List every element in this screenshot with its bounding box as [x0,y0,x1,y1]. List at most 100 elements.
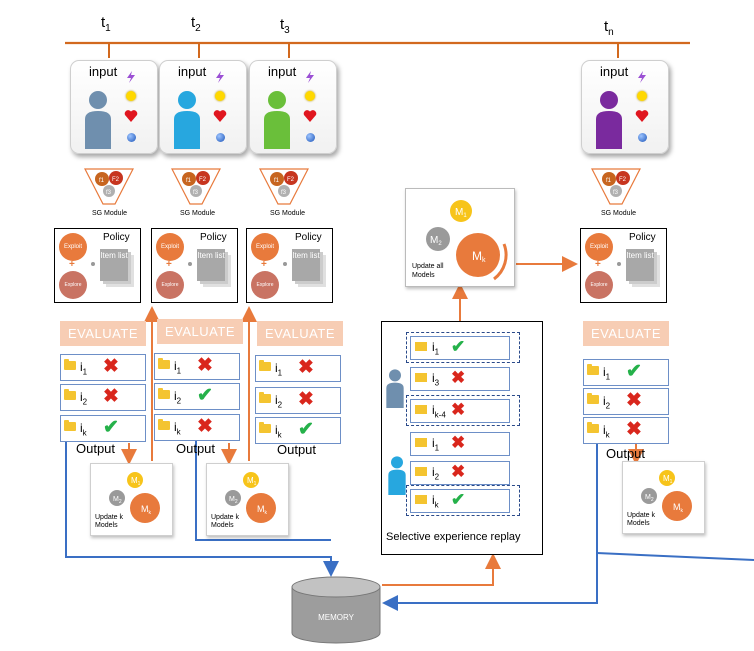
svg-text:Mk: Mk [257,504,268,516]
person-icon [174,91,200,149]
svg-text:M2: M2 [229,496,238,505]
connector-dot-icon [188,262,192,266]
check-icon: ✔ [626,361,642,382]
connector-dot-icon [91,262,95,266]
folder-icon [158,358,170,369]
sg-module-funnel-1: f1 F2 f3 [84,168,134,205]
person-icon [85,91,111,149]
explore-circle: Explore [251,271,279,299]
item-row: i2✖ [60,384,146,411]
policy-title: Policy [295,232,322,243]
svg-text:M1: M1 [247,476,257,487]
cross-icon: ✖ [626,419,642,440]
sg-module-label: SG Module [601,210,637,217]
evaluate-label-n: EVALUATE [583,321,669,346]
heart-icon [303,110,317,122]
item-label: i1 [174,359,182,376]
folder-icon [415,495,427,504]
check-icon: ✔ [103,417,119,438]
person-icon [388,456,406,495]
memory-cylinder: MEMORY [290,575,382,645]
heart-icon [124,110,138,122]
folder-icon [259,422,271,433]
update-k-label: Update k Models [627,512,656,527]
svg-text:f1: f1 [606,178,612,184]
blue-dot-icon [216,133,225,142]
folder-icon [259,360,271,371]
t2-label: t2 [191,14,201,34]
sg-module-funnel-2: f1 F2 f3 [171,168,221,205]
item-list-stack: Item list [100,249,128,281]
sg-module-label: SG Module [180,210,216,217]
folder-icon [415,342,427,351]
output-label-3: Output [277,442,317,457]
update-k-models-box-2: M1 M2 Mk Update k Models [206,463,289,536]
item-row: i2✔ [154,383,240,410]
svg-text:Mk: Mk [673,502,684,514]
folder-icon [415,438,427,447]
folder-icon [64,389,76,400]
memory-label: MEMORY [318,613,354,622]
svg-text:M1: M1 [131,476,141,487]
item-label: i1 [275,361,283,378]
lightning-icon [638,71,646,83]
svg-text:f3: f3 [613,190,619,196]
check-icon: ✔ [451,490,466,509]
evaluate-label-2: EVALUATE [157,319,243,344]
exploit-circle: Exploit [156,233,184,261]
update-k-models-box-1: M1 M2 Mk Update k Models [90,463,173,536]
gears-icon: M1 M2 Mk [225,472,276,523]
svg-text:F2: F2 [619,177,627,183]
policy-box-2: Exploit + Explore Policy Item list [151,228,238,303]
item-list-stack: Item list [626,249,654,281]
t1-label: t1 [101,14,111,34]
output-label-1: Output [76,441,116,456]
heart-icon [213,110,227,122]
plus-icon: + [595,259,601,270]
input-card-1: input [70,60,158,154]
exploit-circle: Exploit [251,233,279,261]
item-label: i2 [80,390,88,407]
person-icon [264,91,290,149]
item-row: ik✖ [583,417,669,444]
blue-dot-icon [127,133,136,142]
cross-icon: ✖ [451,462,466,481]
item-label: i3 [432,371,440,388]
cross-icon: ✖ [103,356,119,377]
plus-icon: + [69,259,75,270]
item-label: ik [80,421,87,438]
svg-text:M1: M1 [455,207,467,219]
yellow-dot-icon [215,91,225,101]
item-label: ik [174,420,181,437]
tn-label: tn [604,18,614,38]
item-row: i2✖ [255,387,341,414]
replay-item-row: i3✖ [410,367,510,391]
cross-icon: ✖ [451,400,466,419]
lightning-icon [306,71,314,83]
policy-box-n: Exploit + Explore Policy Item list [580,228,667,303]
evaluate-label-3: EVALUATE [257,321,343,346]
item-label: ik-4 [432,403,446,420]
explore-circle: Explore [585,271,613,299]
folder-icon [415,467,427,476]
replay-caption: Selective experience replay [386,531,521,543]
replay-item-row: i2✖ [410,461,510,485]
database-icon [291,576,381,644]
folder-icon [415,405,427,414]
person-icon [596,91,622,149]
explore-circle: Explore [156,271,184,299]
item-label: i2 [174,389,182,406]
svg-text:M2: M2 [430,235,442,247]
cross-icon: ✖ [626,390,642,411]
replay-item-row: ik✔ [410,489,510,513]
item-list-stack: Item list [197,249,225,281]
svg-text:f1: f1 [186,178,192,184]
output-label-n: Output [606,446,646,461]
yellow-dot-icon [126,91,136,101]
gears-icon: M1 M2 Mk [109,472,160,523]
output-label-2: Output [176,441,216,456]
policy-box-3: Exploit + Explore Policy Item list [246,228,333,303]
selected-group [406,332,520,363]
sg-module-funnel-3: f1 F2 f3 [259,168,309,205]
